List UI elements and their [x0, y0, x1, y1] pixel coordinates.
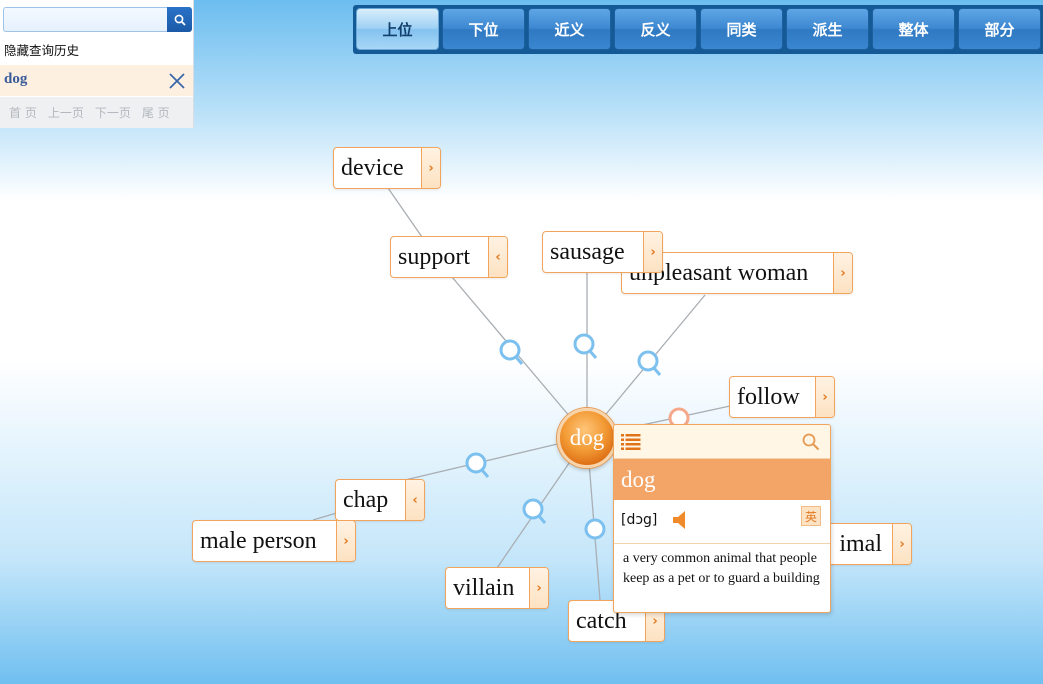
tab-antonym[interactable]: 反义 — [614, 8, 697, 50]
expand-arrow-icon[interactable]: › — [643, 232, 662, 272]
edge-chap — [404, 436, 588, 481]
relation-tabs: 上位 下位 近义 反义 同类 派生 整体 部分 — [353, 5, 1043, 54]
tab-hyponym[interactable]: 下位 — [442, 8, 525, 50]
collapse-arrow-icon[interactable]: ‹ — [405, 480, 424, 520]
node-chap[interactable]: chap ‹ — [335, 479, 425, 521]
pager-first[interactable]: 首 页 — [9, 106, 37, 120]
node-device[interactable]: device › — [333, 147, 441, 189]
node-sausage[interactable]: sausage › — [542, 231, 663, 273]
pager-next[interactable]: 下一页 — [94, 106, 131, 120]
node-label: follow — [737, 383, 800, 410]
tab-synonym[interactable]: 近义 — [528, 8, 611, 50]
link-magnifier-icon — [499, 339, 524, 365]
tab-holonym[interactable]: 整体 — [872, 8, 955, 50]
popup-word: dog — [614, 459, 830, 500]
close-icon[interactable] — [168, 72, 186, 90]
tab-similar[interactable]: 同类 — [700, 8, 783, 50]
node-label: sausage — [550, 238, 625, 265]
language-badge[interactable]: 英 — [801, 506, 821, 526]
expand-arrow-icon[interactable]: › — [421, 148, 440, 188]
link-magnifier-icon — [584, 518, 606, 540]
link-magnifier-icon — [465, 452, 490, 478]
node-follow[interactable]: follow › — [729, 376, 835, 418]
pager-last[interactable]: 尾 页 — [141, 106, 170, 120]
node-label: male person — [200, 527, 317, 554]
node-label: imal — [839, 530, 882, 557]
node-label: device — [341, 154, 404, 181]
hide-history-link[interactable]: 隐藏查询历史 — [4, 43, 80, 58]
history-word[interactable]: dog — [4, 71, 28, 87]
center-word-node[interactable]: dog — [557, 408, 617, 468]
node-male-person[interactable]: male person › — [192, 520, 356, 562]
node-support[interactable]: support ‹ — [390, 236, 508, 278]
node-villain[interactable]: villain › — [445, 567, 549, 609]
definition: a very common animal that people keep as… — [623, 551, 820, 586]
node-label: villain — [453, 574, 515, 601]
expand-arrow-icon[interactable]: › — [833, 253, 852, 293]
search-icon[interactable] — [802, 433, 820, 451]
phonetic: [dɔg] — [621, 512, 658, 528]
search-icon — [174, 14, 186, 26]
expand-arrow-icon[interactable]: › — [529, 568, 548, 608]
node-label: chap — [343, 486, 389, 513]
history-item[interactable]: dog — [0, 65, 193, 96]
tab-hypernym[interactable]: 上位 — [356, 8, 439, 50]
node-label: support — [398, 243, 470, 270]
link-magnifier-icon — [637, 350, 662, 376]
edge-device-support — [387, 187, 423, 238]
search-button[interactable] — [167, 7, 192, 32]
pager-prev[interactable]: 上一页 — [47, 106, 84, 120]
list-icon[interactable] — [621, 433, 641, 450]
expand-arrow-icon[interactable]: › — [815, 377, 834, 417]
pronunciation-row: [dɔg] 英 — [614, 500, 830, 544]
speaker-icon[interactable] — [672, 510, 690, 530]
pager: 首 页 上一页 下一页 尾 页 — [0, 97, 193, 128]
search-input[interactable] — [3, 7, 167, 32]
link-magnifier-icon — [522, 498, 547, 524]
tab-derived[interactable]: 派生 — [786, 8, 869, 50]
collapse-arrow-icon[interactable]: ‹ — [488, 237, 507, 277]
word-popup: dog [dɔg] 英 a very common animal that pe… — [613, 424, 831, 613]
tab-meronym[interactable]: 部分 — [958, 8, 1041, 50]
popup-toolbar — [614, 425, 830, 459]
edge-support — [451, 276, 588, 438]
search-panel: 隐藏查询历史 dog 首 页 上一页 下一页 尾 页 — [0, 0, 194, 128]
link-magnifier-icon — [573, 333, 598, 359]
expand-arrow-icon[interactable]: › — [336, 521, 355, 561]
expand-arrow-icon[interactable]: › — [892, 524, 911, 564]
